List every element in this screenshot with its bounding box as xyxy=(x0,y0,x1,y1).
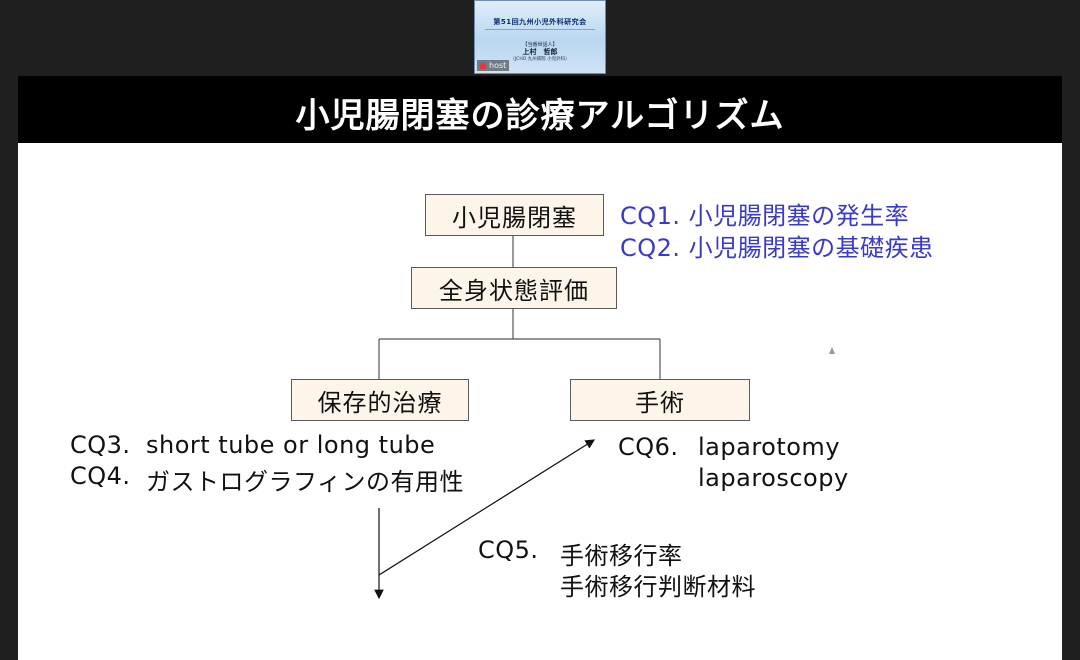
thumbnail-divider xyxy=(485,29,595,30)
thumbnail-affiliation: （JCHO 九州病院 小児外科） xyxy=(510,57,570,62)
host-icon xyxy=(480,62,486,69)
cq6-label: CQ6. xyxy=(618,433,679,461)
cq6-line2: laparoscopy xyxy=(698,464,849,492)
box-assessment: 全身状態評価 xyxy=(411,267,617,309)
shared-slide: 小児腸閉塞の診療アルゴリズム 小児腸閉塞 全身状態評価 保存的治療 手術 CQ1… xyxy=(18,76,1062,660)
cq4-label: CQ4. xyxy=(70,462,131,490)
presenter-thumbnail[interactable]: 第51回九州小児外科研究会 【当番世話人】 上村 哲郎 （JCHO 九州病院 小… xyxy=(474,0,606,74)
cq3-label: CQ3. xyxy=(70,431,131,459)
box-surgery: 手術 xyxy=(570,379,750,421)
host-label: host xyxy=(489,61,507,70)
cq4-text: ガストログラフィンの有用性 xyxy=(146,468,465,496)
slide-title-bar: 小児腸閉塞の診療アルゴリズム xyxy=(18,76,1062,143)
flow-connectors xyxy=(374,236,661,600)
mouse-cursor-icon xyxy=(829,347,835,354)
slide-title: 小児腸閉塞の診療アルゴリズム xyxy=(295,96,785,136)
box-conservative: 保存的治療 xyxy=(291,379,469,421)
cq3-text: short tube or long tube xyxy=(146,431,436,459)
cq6-line1: laparotomy xyxy=(698,433,841,461)
box-obstruction: 小児腸閉塞 xyxy=(425,194,604,236)
arrow-to-surgery xyxy=(378,439,596,576)
cq5-line2: 手術移行判断材料 xyxy=(560,573,756,601)
host-badge: host xyxy=(477,60,510,71)
thumbnail-title: 第51回九州小児外科研究会 xyxy=(493,18,587,26)
cq2-text: CQ2. 小児腸閉塞の基礎疾患 xyxy=(620,234,934,262)
cq5-label: CQ5. xyxy=(478,536,539,564)
cq5-line1: 手術移行率 xyxy=(560,542,683,570)
cq1-text: CQ1. 小児腸閉塞の発生率 xyxy=(620,202,910,230)
thumbnail-name: 上村 哲郎 xyxy=(522,48,558,56)
thumbnail-role: 【当番世話人】 xyxy=(522,42,558,48)
